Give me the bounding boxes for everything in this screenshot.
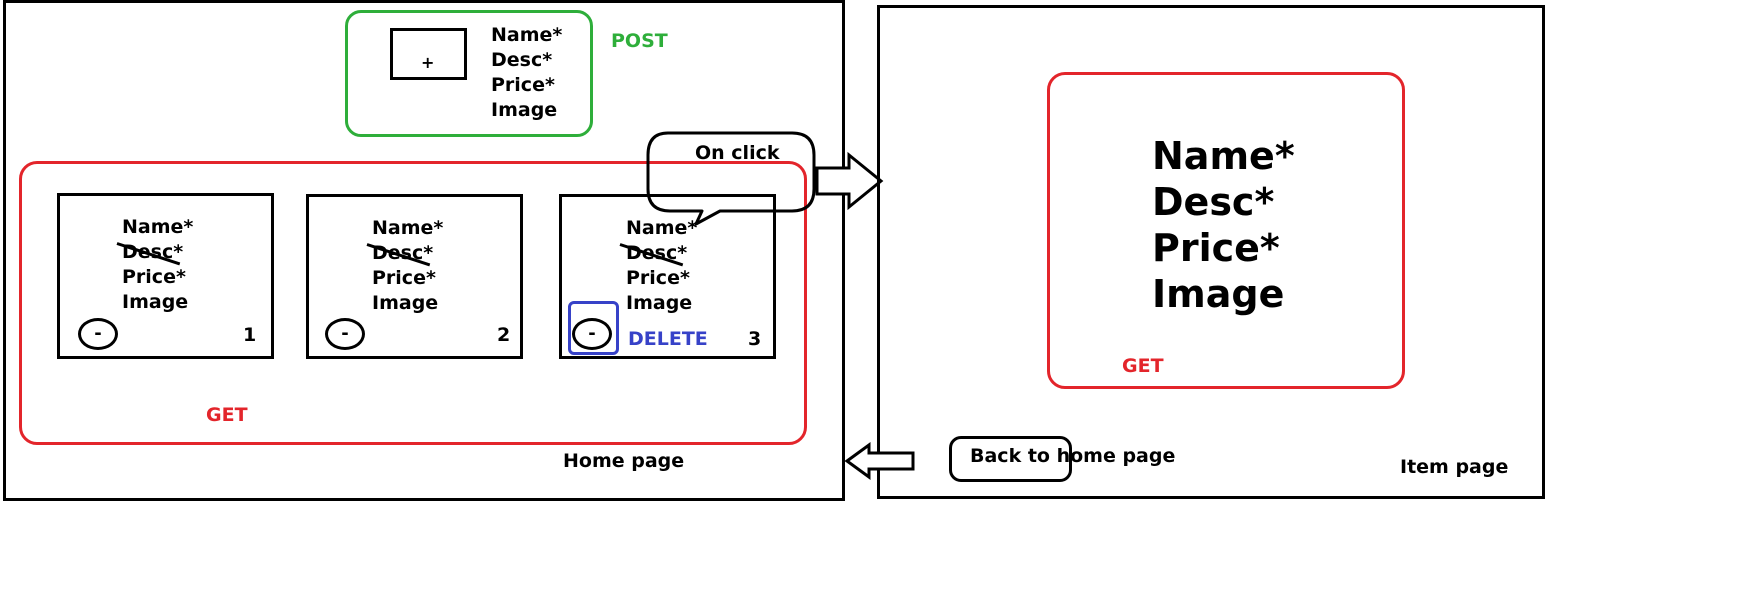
card-fields: Name* Desc* Price* Image [372,216,443,316]
card-field-desc: Desc* [122,241,184,263]
item-field-name: Name* [1152,134,1295,178]
on-click-label: On click [695,142,780,164]
add-image-box[interactable]: + [390,28,467,80]
minus-icon: - [588,323,596,344]
minus-icon: - [341,323,349,344]
card-field-desc: Desc* [626,242,688,264]
get-label: GET [206,404,248,426]
item-card-1[interactable]: Name* Desc* Price* Image - 1 [57,193,274,359]
item-card-2[interactable]: Name* Desc* Price* Image - 2 [306,194,523,359]
card-field-name: Name* [626,217,698,239]
card-fields: Name* Desc* Price* Image [626,216,697,316]
post-field-desc: Desc* [491,49,553,71]
card-field-name: Name* [372,217,444,239]
card-field-image: Image [626,292,693,314]
post-field-name: Name* [491,24,563,46]
post-field-image: Image [491,99,558,121]
delete-button[interactable]: - [325,318,365,350]
item-page-label: Item page [1400,456,1509,478]
card-field-price: Price* [122,266,186,288]
get-section [19,161,807,445]
card-field-name: Name* [122,216,194,238]
post-section: + Name* Desc* Price* Image [345,10,593,137]
delete-label: DELETE [628,328,708,350]
item-field-price: Price* [1152,226,1280,270]
delete-button[interactable]: - [572,318,612,350]
item-card-3[interactable]: Name* Desc* Price* Image - DELETE 3 [559,194,776,359]
post-field-price: Price* [491,74,555,96]
arrow-left-icon [844,442,915,480]
item-get-section: Name* Desc* Price* Image GET [1047,72,1405,389]
delete-highlight [568,301,619,355]
card-field-price: Price* [372,267,436,289]
item-fields: Name* Desc* Price* Image [1152,133,1295,317]
arrow-right-icon [815,151,884,211]
item-field-desc: Desc* [1152,180,1275,224]
post-fields: Name* Desc* Price* Image [491,23,562,123]
back-to-home-label: Back to home page [970,445,1176,467]
item-field-image: Image [1152,272,1285,316]
card-field-image: Image [372,292,439,314]
card-number: 1 [243,324,257,346]
home-page-label: Home page [563,450,685,472]
card-field-price: Price* [626,267,690,289]
item-page-frame [877,5,1545,499]
on-click-bubble [646,131,816,226]
minus-icon: - [94,323,102,344]
card-number: 2 [497,324,511,346]
home-page-frame [3,0,845,501]
plus-icon: + [421,53,435,72]
back-to-home-button[interactable] [949,436,1072,482]
delete-button[interactable]: - [78,318,118,350]
card-fields: Name* Desc* Price* Image [122,215,193,315]
post-label: POST [611,30,668,52]
card-number: 3 [748,328,762,350]
card-field-desc: Desc* [372,242,434,264]
card-field-image: Image [122,291,189,313]
item-get-label: GET [1122,355,1164,377]
